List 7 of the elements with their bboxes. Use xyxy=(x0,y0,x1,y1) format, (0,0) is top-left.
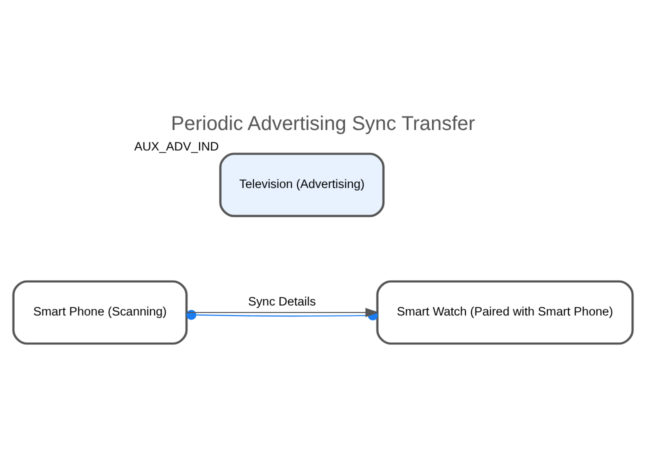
arrow xyxy=(186,308,379,318)
node-box: Smart Watch (Paired with Smart Phone) xyxy=(376,280,634,345)
node-box: Smart Phone (Scanning) xyxy=(12,280,188,345)
diagram-title: Periodic Advertising Sync Transfer xyxy=(170,112,476,135)
node-label: AUX_ADV_IND xyxy=(134,139,219,154)
node-box: Television (Advertising) xyxy=(219,152,385,218)
edge-label: Sync Details xyxy=(248,294,316,309)
